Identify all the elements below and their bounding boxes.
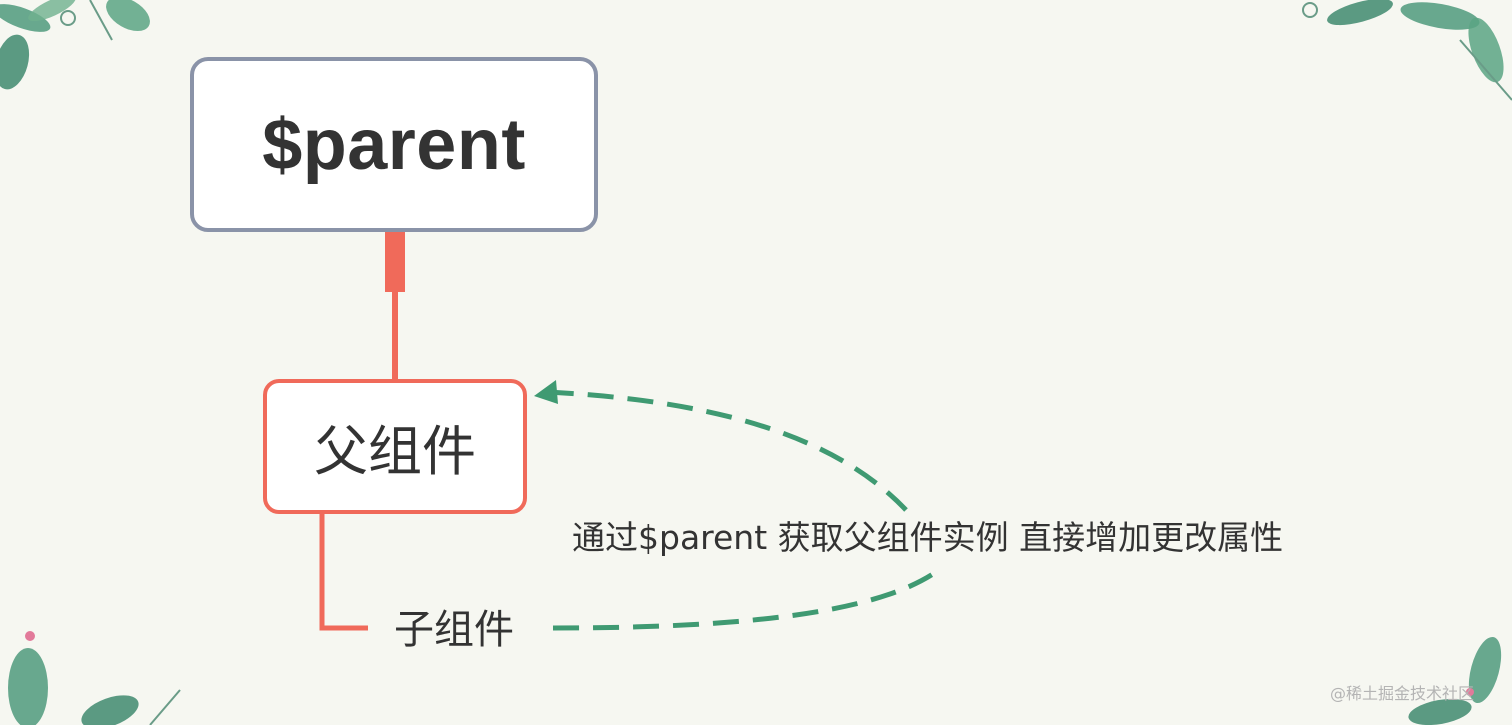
- dashed-arrow-head: [534, 380, 558, 404]
- child-component-label: 子组件: [394, 607, 514, 653]
- root-connector-stub: [385, 232, 405, 292]
- parent-component-node: 父组件: [263, 379, 527, 514]
- parent-to-child-connector: [319, 514, 368, 631]
- dashed-path-lower: [552, 569, 938, 631]
- dashed-path-upper: [547, 389, 908, 512]
- watermark-text: @稀土掘金技术社区: [1330, 684, 1475, 703]
- arrow-annotation-text: 通过$parent 获取父组件实例 直接增加更改属性: [572, 518, 1284, 557]
- root-node-parent-ref: $parent: [190, 57, 598, 232]
